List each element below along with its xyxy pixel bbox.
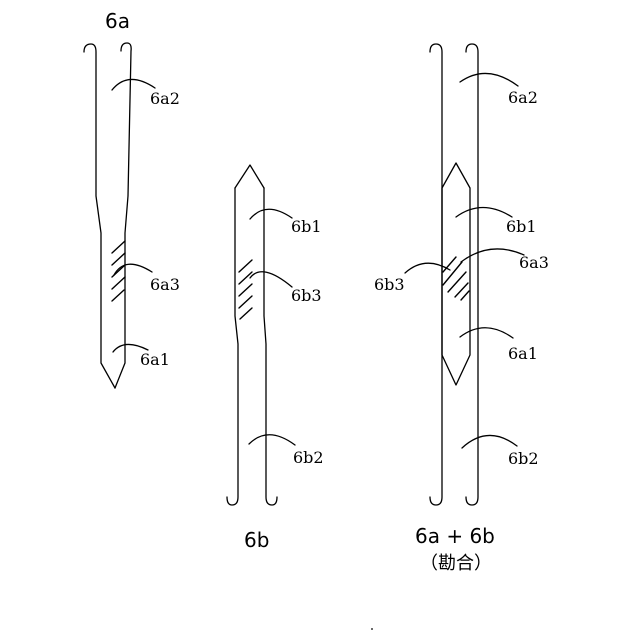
leader-combined-6a2 [460, 73, 518, 86]
figure-6a-right-outline [115, 43, 131, 388]
figure-6a: 6a 6a2 6a3 6a1 [84, 9, 180, 388]
label-combined-6b2: 6b2 [508, 449, 539, 468]
label-combined-6b1: 6b1 [506, 217, 537, 236]
figure-6a-left-outline [84, 44, 115, 388]
label-combined-6a2: 6a2 [508, 88, 538, 107]
label-combined-6a1: 6a1 [508, 344, 538, 363]
figure-6b: 6b1 6b3 6b2 6b [227, 165, 324, 552]
figure-combined-caption: 6a + 6b [415, 524, 495, 548]
figure-6b-caption: 6b [244, 528, 269, 552]
combined-hatch [443, 257, 469, 300]
label-6b2: 6b2 [293, 448, 324, 467]
leader-6b2 [249, 435, 295, 445]
combined-6b-outline [442, 163, 470, 385]
figure-6a-hatch [112, 241, 125, 301]
label-combined-6a3: 6a3 [519, 253, 549, 272]
leader-6b3 [250, 272, 292, 287]
leader-combined-6b2 [462, 435, 517, 448]
figure-6a-caption: 6a [105, 9, 130, 33]
figure-6a-6b-combined: 6a2 6b1 6a3 6b3 6a1 6b2 6a + 6b （勘合） [374, 44, 549, 574]
leader-combined-6a1 [460, 328, 513, 338]
figure-6b-tip [235, 165, 264, 188]
figure-combined-subcaption: （勘合） [420, 553, 492, 574]
label-6b1: 6b1 [291, 217, 322, 236]
combined-6a-right-outline [466, 44, 478, 505]
figure-6b-hatch [239, 260, 252, 319]
combined-6a-left-outline [430, 44, 442, 505]
speck-mark [371, 628, 373, 630]
label-6b3: 6b3 [291, 286, 322, 305]
leader-6a2 [112, 79, 155, 90]
label-combined-6b3: 6b3 [374, 275, 405, 294]
figure-6b-right-outline [264, 188, 277, 505]
label-6a2: 6a2 [150, 89, 180, 108]
label-6a3: 6a3 [150, 275, 180, 294]
figure-6b-left-outline [227, 188, 238, 505]
leader-6b1 [250, 209, 292, 219]
label-6a1: 6a1 [140, 350, 170, 369]
leader-combined-6b1 [456, 208, 512, 218]
